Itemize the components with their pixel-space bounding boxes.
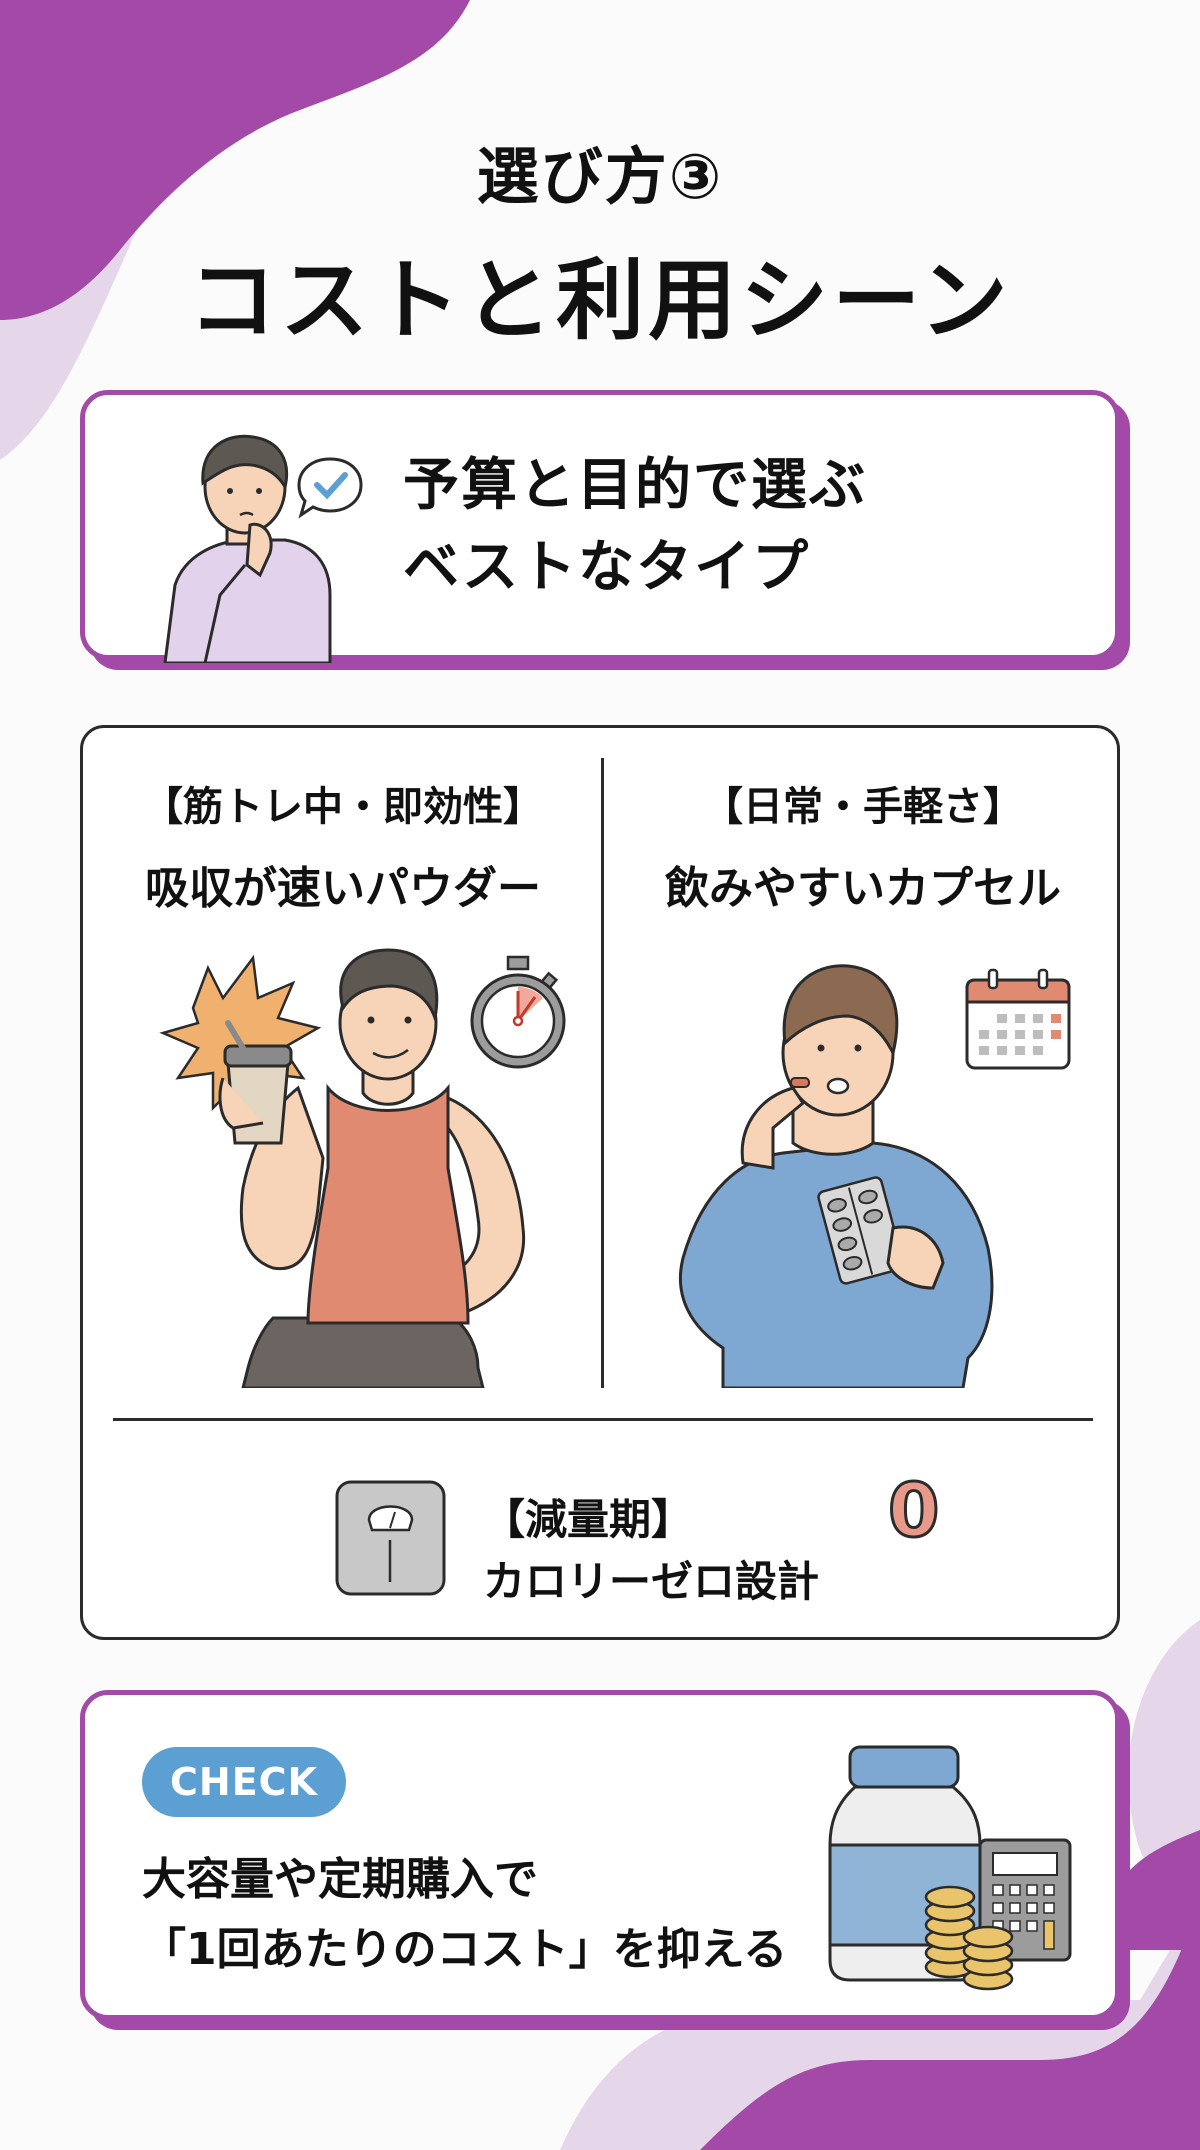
capsule-description: 飲みやすいカプセル <box>665 863 1061 914</box>
check-message: 大容量や定期購入で 「1回あたりのコスト」を抑える <box>142 1845 787 1985</box>
capsule-scene-tag: 【日常・手軽さ】 <box>703 784 1023 830</box>
diet-section: 【減量期】 カロリーゼロ設計 0 <box>333 1467 941 1618</box>
check-line1: 大容量や定期購入で <box>142 1854 538 1905</box>
page-title-line1: 選び方③ <box>476 140 724 213</box>
vertical-divider <box>601 758 604 1388</box>
man-taking-capsule-icon <box>678 964 994 1388</box>
checkmark-speech-bubble-icon <box>297 457 363 519</box>
powder-description: 吸収が速いパウダー <box>145 863 541 914</box>
calendar-icon <box>965 968 1071 1070</box>
bathroom-scale-icon <box>335 1480 446 1596</box>
page-title-line2: コストと利用シーン <box>188 249 1012 352</box>
intro-line2: ベストなタイプ <box>403 535 811 600</box>
supplement-jar-icon <box>828 1745 1072 1991</box>
diet-description: カロリーゼロ設計 <box>483 1557 820 1606</box>
stopwatch-icon <box>470 955 566 1069</box>
thinking-person-icon <box>163 434 332 663</box>
horizontal-divider <box>113 1418 1093 1421</box>
intro-line1: 予算と目的で選ぶ <box>403 453 867 518</box>
coin-stack-icon <box>924 1885 1014 1991</box>
powder-scene-tag: 【筋トレ中・即効性】 <box>143 784 543 830</box>
check-line2: 「1回あたりのコスト」を抑える <box>142 1924 788 1975</box>
usage-types-card: 【筋トレ中・即効性】 吸収が速いパウダー 【日常・手軽さ】 飲みやすいカプセル <box>80 725 1120 1640</box>
diet-scene-tag: 【減量期】 <box>483 1495 694 1544</box>
cost-check-card: CHECK 大容量や定期購入で 「1回あたりのコスト」を抑える <box>80 1690 1120 2020</box>
zero-calorie-badge: 0 <box>887 1467 941 1556</box>
check-badge: CHECK <box>142 1747 346 1817</box>
intro-card: 予算と目的で選ぶ ベストなタイプ <box>80 390 1120 663</box>
intro-headline: 予算と目的で選ぶ ベストなタイプ <box>403 445 867 609</box>
muscular-man-shaker-icon <box>159 948 526 1388</box>
blister-pack-icon <box>817 1176 905 1285</box>
